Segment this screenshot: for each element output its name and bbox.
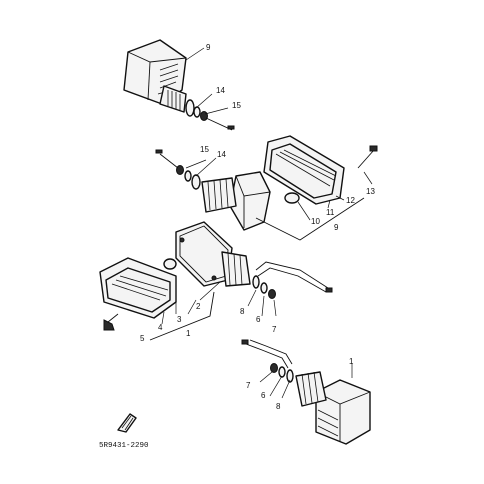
- label-15-top: 15: [232, 101, 241, 110]
- label-9-top: 9: [206, 43, 211, 52]
- catalog-code: 5R9431-2290: [99, 442, 149, 450]
- label-12: 12: [346, 196, 355, 205]
- label-7-bottom: 7: [246, 381, 251, 390]
- label-7-lower: 7: [272, 325, 277, 334]
- flasher-assembly-lower: [99, 221, 333, 341]
- flasher-assembly-top: [123, 39, 235, 131]
- label-8-bottom: 8: [276, 402, 281, 411]
- label-9-middle: 9: [334, 223, 339, 232]
- flasher-assembly-middle: [155, 135, 378, 241]
- label-6-bottom: 6: [261, 391, 266, 400]
- flasher-assembly-bottom: [241, 339, 371, 445]
- front-arrow-icon: [117, 413, 137, 433]
- label-14-middle: 14: [217, 150, 226, 159]
- label-2: 2: [196, 302, 201, 311]
- label-10: 10: [311, 217, 320, 226]
- label-11: 11: [326, 208, 335, 217]
- label-14-top: 14: [216, 86, 225, 95]
- label-8-lower: 8: [240, 307, 245, 316]
- label-15-middle: 15: [200, 145, 209, 154]
- label-1-lower: 1: [186, 329, 191, 338]
- label-13: 13: [366, 187, 375, 196]
- label-6-lower: 6: [256, 315, 261, 324]
- label-3: 3: [177, 315, 182, 324]
- label-5: 5: [140, 334, 145, 343]
- label-4: 4: [158, 323, 163, 332]
- label-1-bottom: 1: [349, 357, 354, 366]
